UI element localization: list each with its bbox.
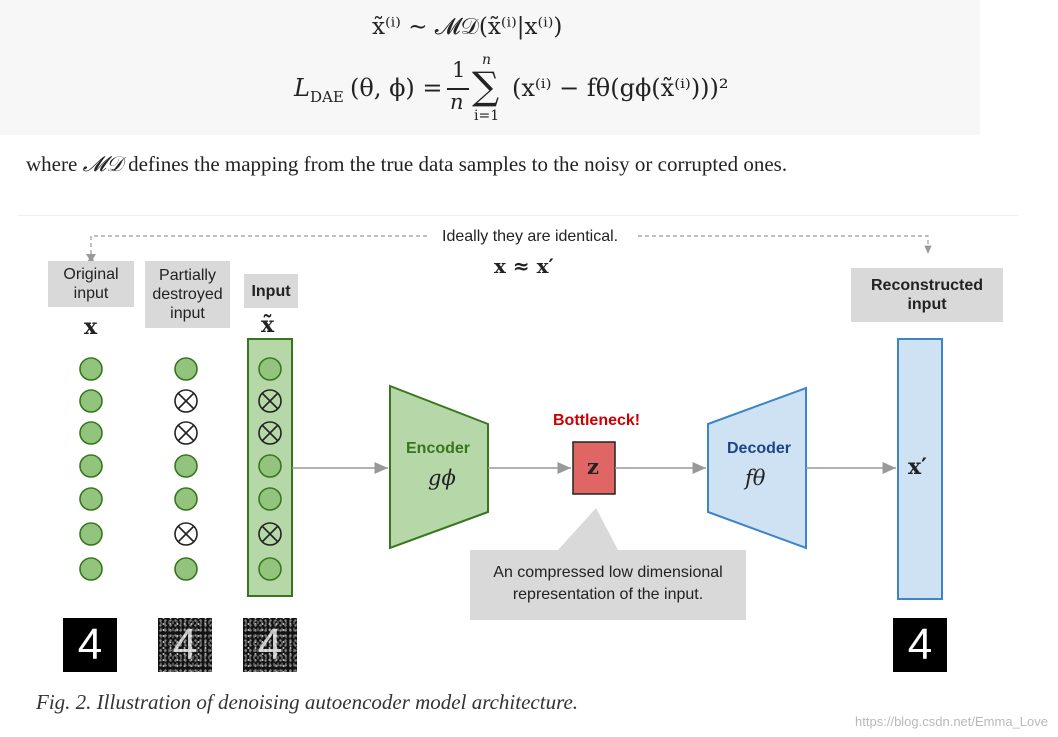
partial-node bbox=[174, 357, 198, 381]
corrupted-node-cross bbox=[177, 525, 195, 543]
partial-node bbox=[174, 454, 198, 478]
input-symbol: x̃ bbox=[261, 312, 275, 338]
original-node bbox=[79, 522, 103, 546]
noisy-digit-image-1: 4 bbox=[158, 618, 212, 672]
architecture-diagram bbox=[79, 235, 943, 620]
encoder-label: Encoder bbox=[406, 440, 471, 457]
callout-text: An compressed low dimensional representa… bbox=[493, 564, 723, 603]
original-digit-image: 4 bbox=[63, 618, 117, 672]
corrupted-node-cross bbox=[261, 424, 279, 442]
frac-bar bbox=[447, 88, 469, 90]
original-input-label: Original input bbox=[48, 261, 134, 307]
corrupted-node bbox=[258, 522, 282, 546]
z-box bbox=[572, 441, 616, 495]
identity-dashed-line-right bbox=[638, 235, 932, 254]
figure-caption: Fig. 2. Illustration of denoising autoen… bbox=[36, 690, 579, 714]
partial-node bbox=[174, 557, 198, 581]
original-node bbox=[79, 487, 103, 511]
frac-numerator: 1 bbox=[452, 58, 466, 82]
figure-panel: Ideally they are identical. x ≈ x′ Origi… bbox=[18, 215, 1018, 732]
original-node bbox=[79, 357, 103, 381]
description-line: where 𝓜𝒟 defines the mapping from the tr… bbox=[26, 152, 787, 177]
left-arrowhead bbox=[86, 254, 96, 262]
original-node bbox=[79, 557, 103, 581]
loss-subscript: DAE bbox=[310, 88, 344, 106]
corrupted-node bbox=[258, 389, 282, 413]
corrupted-node bbox=[174, 522, 198, 546]
corrupted-node-cross bbox=[177, 424, 195, 442]
output-column bbox=[897, 338, 943, 600]
decoder-shape bbox=[707, 386, 807, 550]
identity-dashed-line bbox=[87, 235, 430, 263]
loss-args: (θ, ϕ) = bbox=[350, 74, 443, 102]
z-symbol: z bbox=[587, 454, 599, 479]
original-node bbox=[79, 421, 103, 445]
equation-block: x̃⁽ⁱ⁾ ∼ 𝓜𝒟(x̃⁽ⁱ⁾|x⁽ⁱ⁾) L DAE (θ, ϕ) = 1 … bbox=[0, 0, 980, 135]
input-node bbox=[258, 357, 282, 381]
approx-relation: x ≈ x′ bbox=[494, 254, 554, 278]
corrupted-node-cross bbox=[261, 525, 279, 543]
encoder-shape bbox=[389, 384, 489, 550]
partial-input-nodes bbox=[174, 357, 198, 581]
corrupted-node-cross bbox=[177, 392, 195, 410]
original-node bbox=[79, 454, 103, 478]
encoder-symbol: gϕ bbox=[428, 466, 456, 490]
original-symbol: x bbox=[84, 314, 98, 340]
corrupted-node bbox=[258, 421, 282, 445]
output-symbol: x′ bbox=[908, 454, 927, 480]
partial-node bbox=[174, 487, 198, 511]
input-label: Input bbox=[244, 274, 298, 308]
equation-noise-mapping: x̃⁽ⁱ⁾ ∼ 𝓜𝒟(x̃⁽ⁱ⁾|x⁽ⁱ⁾) bbox=[372, 14, 562, 40]
callout-pointer bbox=[558, 508, 618, 550]
watermark: https://blog.csdn.net/Emma_Love bbox=[855, 714, 1048, 729]
input-node bbox=[258, 557, 282, 581]
equation-loss: L DAE (θ, ϕ) = 1 n n ∑ i=1 (x⁽ⁱ⁾ − fθ(gϕ… bbox=[294, 52, 774, 128]
partial-input-label: Partially destroyed input bbox=[145, 261, 230, 328]
identical-note: Ideally they are identical. bbox=[442, 228, 619, 245]
reconstructed-label: Reconstructed input bbox=[851, 268, 1003, 322]
corrupted-node-cross bbox=[261, 392, 279, 410]
mapping-symbol: 𝓜𝒟 bbox=[82, 152, 123, 176]
reconstructed-digit-image: 4 bbox=[893, 618, 947, 672]
equation-line-1: x̃⁽ⁱ⁾ ∼ 𝓜𝒟(x̃⁽ⁱ⁾|x⁽ⁱ⁾) bbox=[372, 14, 563, 40]
original-input-nodes bbox=[79, 357, 103, 581]
original-node bbox=[79, 389, 103, 413]
sum-lower: i=1 bbox=[474, 108, 500, 124]
decoder-label: Decoder bbox=[727, 440, 792, 457]
loss-symbol: L bbox=[294, 74, 310, 102]
bottleneck-label: Bottleneck! bbox=[553, 412, 641, 429]
input-node bbox=[258, 454, 282, 478]
callout-box bbox=[470, 550, 746, 620]
input-node bbox=[258, 487, 282, 511]
corrupted-node bbox=[174, 389, 198, 413]
description-prefix: where bbox=[26, 152, 83, 176]
frac-denominator: n bbox=[450, 90, 464, 114]
sum-upper: n bbox=[482, 52, 492, 68]
noisy-digit-image-2: 4 bbox=[243, 618, 297, 672]
loss-rhs: (x⁽ⁱ⁾ − fθ(gϕ(x̃⁽ⁱ⁾)))² bbox=[512, 74, 729, 102]
description-suffix: defines the mapping from the true data s… bbox=[122, 152, 788, 176]
sum-symbol: ∑ bbox=[472, 64, 500, 108]
decoder-symbol: fθ bbox=[745, 466, 766, 490]
corrupted-node bbox=[174, 421, 198, 445]
input-nodes bbox=[258, 357, 282, 581]
